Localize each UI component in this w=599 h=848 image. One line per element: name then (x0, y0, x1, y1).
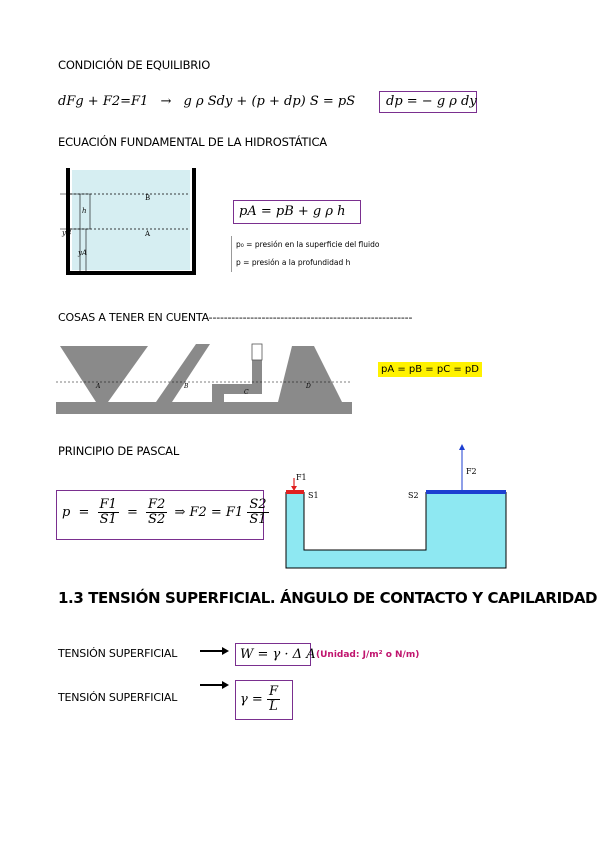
point-a-label: A (144, 230, 151, 238)
fraction-f-l: F L (266, 684, 280, 714)
vessels-diagram: A B C D (56, 343, 352, 414)
press-fluid (286, 492, 506, 568)
pascal-formula: p = F1 S1 = F2 S2 ⇒ F2 = F1 S2 S1 (62, 497, 269, 527)
work-formula-box: W = γ · Δ A (235, 643, 316, 666)
vessel-slanted (156, 344, 210, 402)
tank-walls (66, 168, 196, 275)
label-h: h (82, 207, 87, 215)
arrow-right-icon (200, 647, 229, 655)
equilibrium-rhs: g ρ Sdy + (p + dp) S = pS (183, 94, 356, 109)
force-f1-head-icon (291, 486, 297, 491)
label-yb: yB (61, 229, 71, 237)
equal-pressures-label: pA = pB = pC = pD (378, 362, 482, 377)
fraction-s2-s1: S2 S1 (247, 497, 269, 527)
pascal-formula-box: p = F1 S1 = F2 S2 ⇒ F2 = F1 S2 S1 (56, 490, 269, 540)
fraction-f1-s1: F1 S1 (97, 497, 119, 527)
gamma-lhs: γ = (240, 692, 263, 707)
piston-small (286, 490, 304, 494)
point-b-label: B (145, 194, 150, 202)
implies-arrow-icon: → (160, 94, 172, 109)
surface-tension-label-1: TENSIÓN SUPERFICIAL (58, 647, 178, 660)
hydrostatic-heading: ECUACIÓN FUNDAMENTAL DE LA HIDROSTÁTICA (58, 135, 327, 149)
work-formula: W = γ · Δ A (240, 647, 316, 662)
notes-heading: COSAS A TENER EN CUENTA-----------------… (58, 311, 413, 324)
legend-p: p = presión a la profundidad h (236, 258, 351, 267)
label-ya: yA (77, 249, 87, 257)
fraction-f2-s2: F2 S2 (146, 497, 168, 527)
pascal-heading: PRINCIPIO DE PASCAL (58, 444, 180, 458)
vessel-label-b: B (183, 383, 189, 390)
equilibrium-equation: dFg + F2=F1 → g ρ Sdy + (p + dp) S = pS (58, 94, 355, 109)
surface-tension-label-2: TENSIÓN SUPERFICIAL (58, 691, 178, 704)
force-f2-head-icon (459, 444, 465, 450)
vessel-funnel (60, 346, 148, 402)
legend-p0: p₀ = presión en la superficie del fluido (236, 240, 380, 249)
piston-large (426, 490, 506, 494)
hydrostatic-formula-box: pA = pB + g ρ h (233, 200, 361, 224)
section-title: 1.3 TENSIÓN SUPERFICIAL. ÁNGULO DE CONTA… (58, 589, 598, 607)
pascal-result: ⇒ F2 = F1 (174, 505, 244, 520)
bent-tube-top (251, 343, 263, 361)
vessel-label-d: D (305, 383, 311, 390)
gamma-formula: γ = F L (240, 685, 280, 714)
press-outline (285, 492, 507, 569)
hydrostatic-formula: pA = pB + g ρ h (239, 204, 346, 219)
equilibrium-heading: CONDICIÓN DE EQUILIBRIO (58, 58, 211, 72)
vessel-trapezoid (278, 346, 342, 402)
pascal-p: p (62, 505, 71, 520)
label-f2: F2 (466, 467, 477, 476)
label-f1: F1 (296, 473, 307, 482)
equilibrium-lhs: dFg + F2=F1 (58, 94, 149, 109)
equilibrium-result: dp = − g ρ dy (386, 94, 477, 109)
pascal-press-diagram: F1 S1 F2 S2 (285, 444, 507, 569)
vessel-bent (212, 346, 262, 402)
hydrostatic-legend: p₀ = presión en la superficie del fluido… (231, 236, 379, 272)
equilibrium-result-box: dp = − g ρ dy (379, 91, 477, 113)
tank-water (72, 170, 190, 270)
vessels-base (56, 402, 352, 414)
vessel-label-c: C (244, 389, 249, 396)
label-s2: S2 (408, 491, 419, 500)
gamma-formula-box: γ = F L (235, 680, 293, 720)
vessel-label-a: A (95, 383, 101, 390)
arrow-right-icon-2 (200, 681, 229, 689)
label-s1: S1 (308, 491, 319, 500)
units-note: (Unidad: J/m² o N/m) (316, 650, 420, 660)
hydrostatic-tank-diagram: h yB yA B A (60, 168, 196, 275)
